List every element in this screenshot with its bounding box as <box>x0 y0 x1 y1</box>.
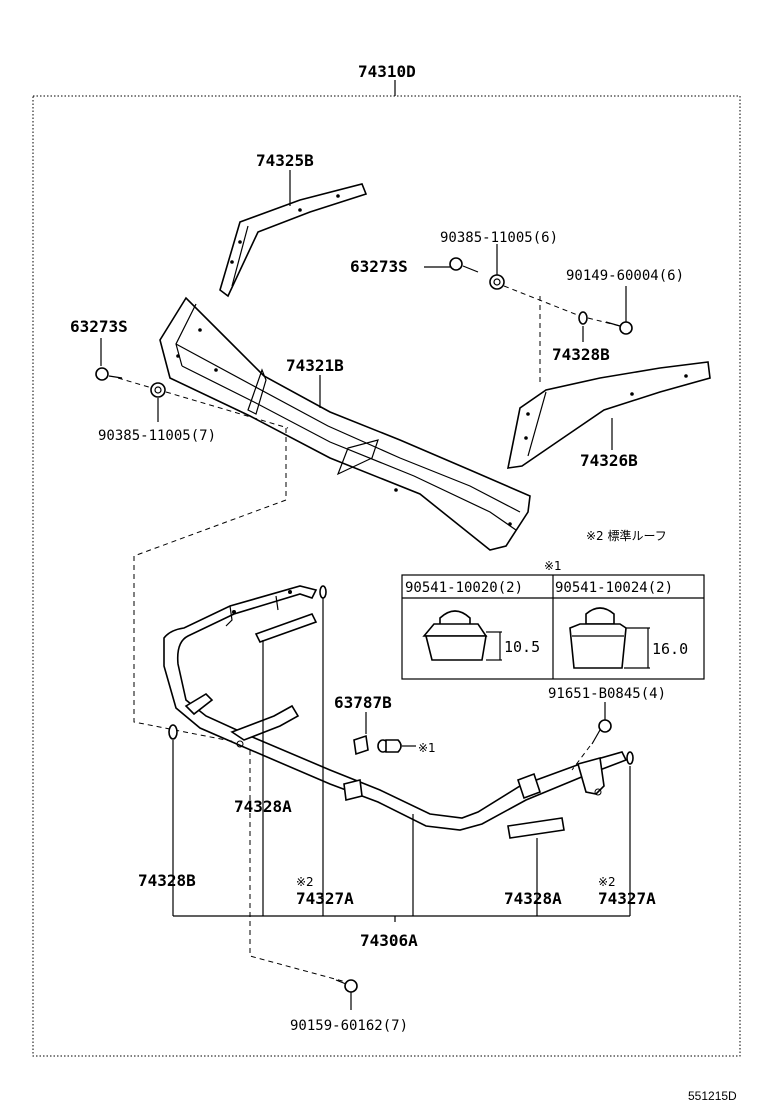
note1-ref: ※1 <box>418 741 436 755</box>
label-74328A-right: 74328A <box>504 889 562 908</box>
label-90149: 90149-60004(6) <box>566 268 684 284</box>
label-74327A-mid: 74327A <box>296 889 354 908</box>
pad-74328A-right[interactable] <box>507 817 565 839</box>
note2-right: ※2 <box>598 875 616 889</box>
table-col1-header: 90541-10020(2) <box>405 580 523 596</box>
bumper-ref1[interactable] <box>377 739 402 753</box>
clip-63273S-left[interactable] <box>95 367 123 381</box>
bumper-table: 90541-10020(2) 90541-10024(2) 10.5 16.0 <box>401 574 705 680</box>
clip-63273S-top[interactable] <box>449 257 479 273</box>
label-90385-left: 90385-11005(7) <box>98 428 216 444</box>
part-63787B[interactable] <box>353 734 369 756</box>
clip-74327A-mid[interactable] <box>319 585 327 599</box>
label-74306A: 74306A <box>360 931 418 950</box>
label-74325B: 74325B <box>256 151 314 170</box>
label-90385-top: 90385-11005(6) <box>440 230 558 246</box>
pad-74328A-top[interactable] <box>254 613 318 643</box>
bumper-90541-10020[interactable] <box>422 610 488 661</box>
note1-marker: ※1 <box>544 559 562 573</box>
label-74321B: 74321B <box>286 356 344 375</box>
label-63273S-left: 63273S <box>70 317 128 336</box>
label-74328A-left: 74328A <box>234 797 292 816</box>
note2-mid: ※2 <box>296 875 314 889</box>
reference-code: 551215D <box>688 1089 737 1103</box>
bolt-91651[interactable] <box>591 719 612 745</box>
label-74328B-left: 74328B <box>138 871 196 890</box>
label-63787B: 63787B <box>334 693 392 712</box>
washer-74328B-left[interactable] <box>168 724 178 740</box>
washer-74328B-top[interactable] <box>578 311 588 325</box>
screw-90159[interactable] <box>335 979 358 993</box>
table-col2-header: 90541-10024(2) <box>555 580 673 596</box>
note-standard-roof: ※2 標準ルーフ <box>586 528 667 543</box>
spoiler-74321B[interactable] <box>159 296 531 551</box>
label-74326B: 74326B <box>580 451 638 470</box>
assembly-label: 74310D <box>358 62 416 81</box>
assembly-frame <box>32 95 741 1057</box>
label-63273S-top: 63273S <box>350 257 408 276</box>
trim-74326B[interactable] <box>506 361 711 469</box>
label-74328B-top: 74328B <box>552 345 610 364</box>
clip-74327A-right[interactable] <box>626 751 634 765</box>
table-col2-dim: 16.0 <box>652 640 688 658</box>
table-col1-dim: 10.5 <box>504 638 540 656</box>
frame-74306A[interactable] <box>163 585 628 831</box>
label-90159: 90159-60162(7) <box>290 1018 408 1034</box>
nut-90385-top[interactable] <box>489 274 505 290</box>
trim-74325B[interactable] <box>219 183 368 298</box>
label-74327A-right: 74327A <box>598 889 656 908</box>
label-91651: 91651-B0845(4) <box>548 686 666 702</box>
nut-90385-left[interactable] <box>150 382 166 398</box>
